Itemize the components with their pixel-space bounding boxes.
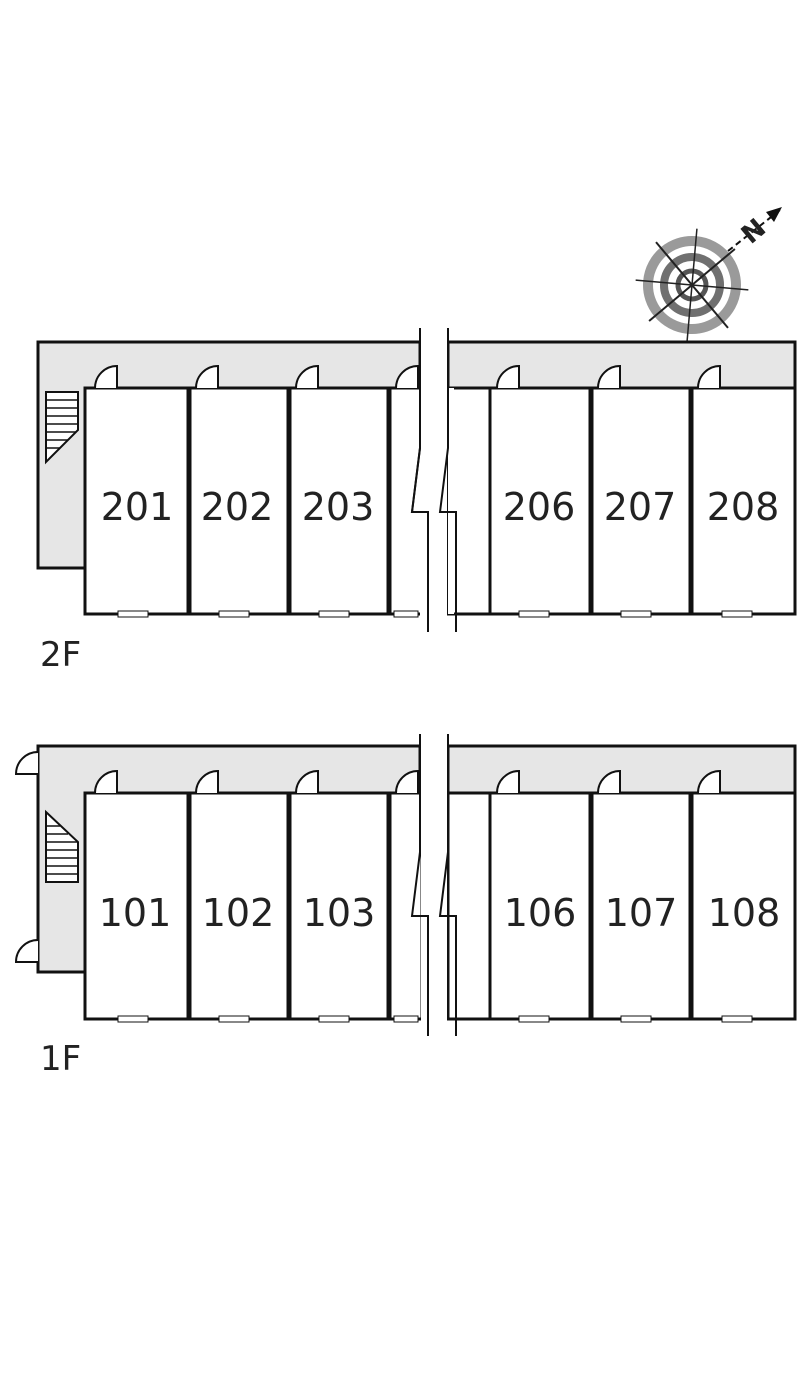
floor-label-1f: 1F: [40, 1039, 81, 1079]
room-101: 101: [83, 769, 190, 1023]
room-number: 202: [201, 485, 274, 529]
floor-label-2f: 2F: [40, 635, 81, 675]
room-number: 102: [202, 891, 275, 935]
room-201: 201: [83, 364, 190, 618]
room-number: 103: [303, 891, 376, 935]
room-number: 108: [708, 891, 781, 935]
room-number: 106: [504, 891, 577, 935]
building-break-1f: [410, 732, 457, 1038]
room-number: 201: [101, 485, 174, 529]
room-207: 207: [590, 364, 692, 618]
room-103: 103: [288, 769, 390, 1023]
staircase-icon: [45, 391, 79, 465]
compass-icon: [635, 228, 749, 342]
compass-north-letter: N: [736, 213, 772, 250]
room-number: 101: [99, 891, 172, 935]
room-203: 203: [288, 364, 390, 618]
staircase-icon: [45, 809, 79, 883]
north-arrow-icon: N: [727, 207, 782, 252]
room-106: 106: [488, 769, 592, 1023]
room-206: 206: [488, 364, 592, 618]
room-108: 108: [690, 769, 797, 1023]
room-number: 107: [605, 891, 678, 935]
room-202: 202: [188, 364, 290, 618]
entrance-door-icon: [14, 751, 39, 775]
floor-1f: 101 102 103 106 107: [14, 732, 797, 1079]
room-208: 208: [690, 364, 797, 618]
room-number: 206: [503, 485, 576, 529]
floor-2f: 201 202 203: [36, 326, 797, 675]
room-102: 102: [188, 769, 290, 1023]
room-107: 107: [590, 769, 692, 1023]
room-number: 203: [302, 485, 375, 529]
room-number: 207: [604, 485, 677, 529]
room-number: 208: [707, 485, 780, 529]
entrance-door-icon: [14, 939, 39, 963]
